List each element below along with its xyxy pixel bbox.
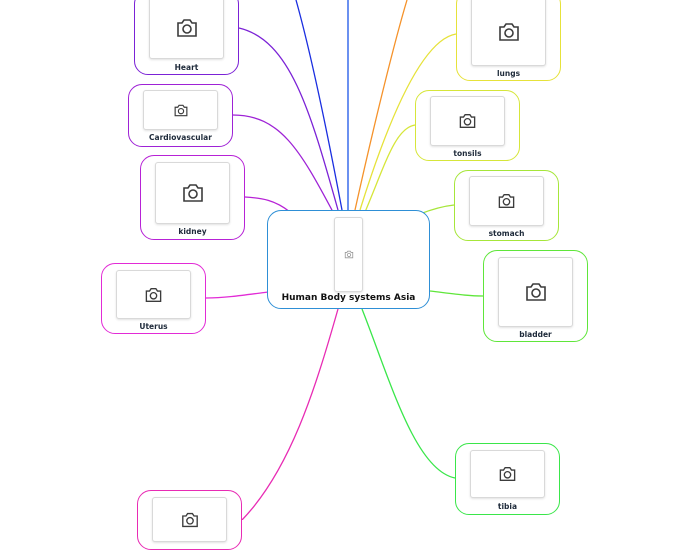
connector-cardiovascular: [232, 114, 334, 213]
topic-tibia[interactable]: tibia: [455, 443, 560, 515]
heart-label: Heart: [174, 63, 199, 72]
connector-bladder: [429, 290, 484, 297]
connector-kidney: [244, 196, 291, 213]
camera-icon: [182, 184, 203, 202]
topic-bladder[interactable]: bladder: [483, 250, 588, 342]
topic-stomach[interactable]: stomach: [454, 170, 559, 241]
tibia-image-placeholder[interactable]: [470, 450, 545, 498]
camera-icon: [459, 113, 476, 129]
stomach-image-placeholder[interactable]: [469, 176, 544, 226]
bladder-image-placeholder[interactable]: [498, 257, 573, 327]
connector-tibia: [361, 308, 456, 479]
camera-icon: [344, 250, 353, 259]
bladder-label: bladder: [519, 330, 552, 339]
central-topic[interactable]: Human Body systems Asia: [267, 210, 430, 309]
stomach-label: stomach: [488, 229, 525, 238]
kidney-image-placeholder[interactable]: [155, 162, 230, 224]
topic-kidney[interactable]: kidney: [140, 155, 245, 240]
connector-lungs: [359, 33, 457, 211]
cardiovascular-image-placeholder[interactable]: [143, 90, 218, 130]
connector-tonsils: [364, 124, 416, 213]
connector-bottom-left: [241, 308, 339, 520]
kidney-label: kidney: [178, 227, 207, 236]
connector-offscreen-orange: [354, 0, 408, 211]
tonsils-label: tonsils: [453, 149, 482, 158]
camera-icon: [145, 287, 162, 302]
uterus-label: Uterus: [139, 322, 168, 331]
topic-lungs[interactable]: lungs: [456, 0, 561, 81]
camera-icon: [498, 22, 519, 41]
camera-icon: [525, 283, 546, 301]
lungs-label: lungs: [496, 69, 521, 78]
topic-bottom-left[interactable]: [137, 490, 242, 550]
lungs-image-placeholder[interactable]: [471, 0, 546, 66]
connector-lines: [205, 0, 484, 520]
topic-tonsils[interactable]: tonsils: [415, 90, 520, 161]
uterus-image-placeholder[interactable]: [116, 270, 191, 319]
connector-offscreen-blue-1: [295, 0, 343, 211]
camera-icon: [498, 193, 515, 209]
central-topic-label: Human Body systems Asia: [281, 293, 416, 303]
heart-image-placeholder[interactable]: [149, 0, 224, 59]
connector-uterus: [205, 291, 269, 299]
camera-icon: [176, 18, 197, 37]
topic-heart[interactable]: Heart: [134, 0, 239, 75]
cardiovascular-label: Cardiovascular: [149, 133, 212, 142]
tonsils-image-placeholder[interactable]: [430, 96, 505, 146]
topic-uterus[interactable]: Uterus: [101, 263, 206, 334]
connector-heart: [238, 27, 339, 211]
camera-icon: [174, 104, 187, 116]
camera-icon: [499, 466, 516, 482]
tibia-label: tibia: [497, 502, 518, 511]
topic-cardiovascular[interactable]: Cardiovascular: [128, 84, 233, 147]
central-image-placeholder[interactable]: [334, 217, 363, 292]
